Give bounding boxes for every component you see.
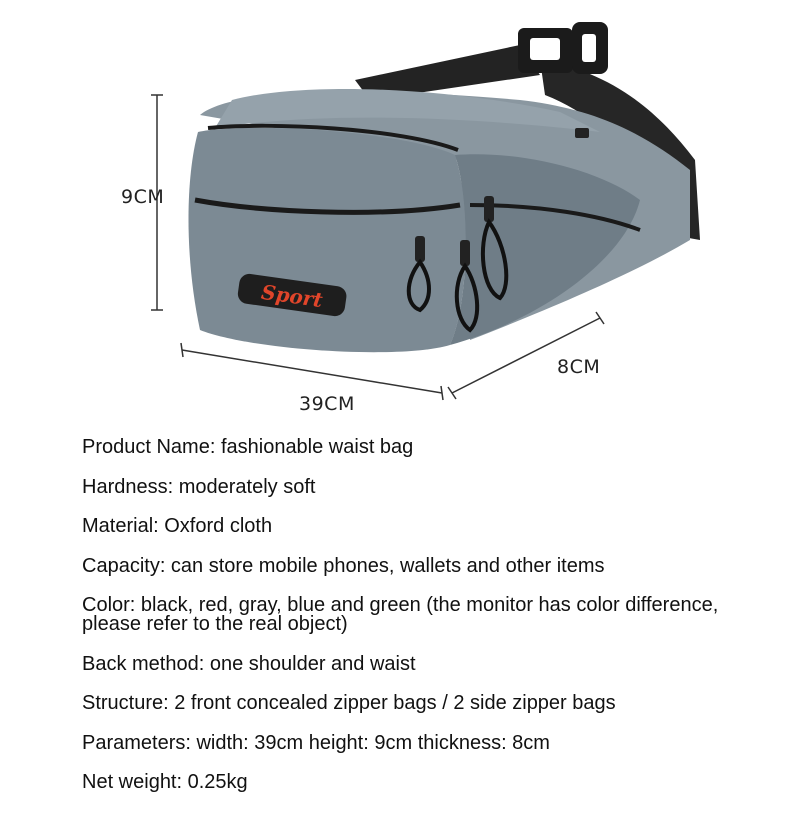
product-figure: Sport 9CM 39CM 8CM <box>121 22 700 415</box>
spec-color: Color: black, red, gray, blue and green … <box>82 594 719 635</box>
spec-parameters: Parameters: width: 39cm height: 9cm thic… <box>82 731 550 754</box>
spec-capacity: Capacity: can store mobile phones, walle… <box>82 554 605 577</box>
spec-list: Product Name: fashionable waist bag Hard… <box>82 436 782 813</box>
spec-hardness: Hardness: moderately soft <box>82 475 316 498</box>
side-zipper <box>469 203 641 232</box>
spec-structure: Structure: 2 front concealed zipper bags… <box>82 692 616 714</box>
depth-label: 8CM <box>557 356 601 378</box>
zipper-pull-icon <box>406 128 589 333</box>
sport-logo: Sport <box>237 273 347 317</box>
height-dimension-line <box>151 94 163 311</box>
buckle-icon <box>518 22 608 74</box>
belt-strap <box>355 45 540 100</box>
top-zipper <box>207 123 459 152</box>
spec-net-weight: Net weight: 0.25kg <box>82 771 248 793</box>
spec-material: Material: Oxford cloth <box>82 515 273 537</box>
spec-product-name: Product Name: fashionable waist bag <box>82 436 414 458</box>
width-label: 39CM <box>299 393 355 415</box>
waist-bag-illustration: Sport <box>151 22 700 401</box>
depth-dimension-line <box>447 311 605 400</box>
height-label: 9CM <box>121 186 165 208</box>
front-zipper <box>194 197 461 215</box>
spec-back-method: Back method: one shoulder and waist <box>82 652 416 675</box>
width-dimension-line <box>180 342 444 401</box>
